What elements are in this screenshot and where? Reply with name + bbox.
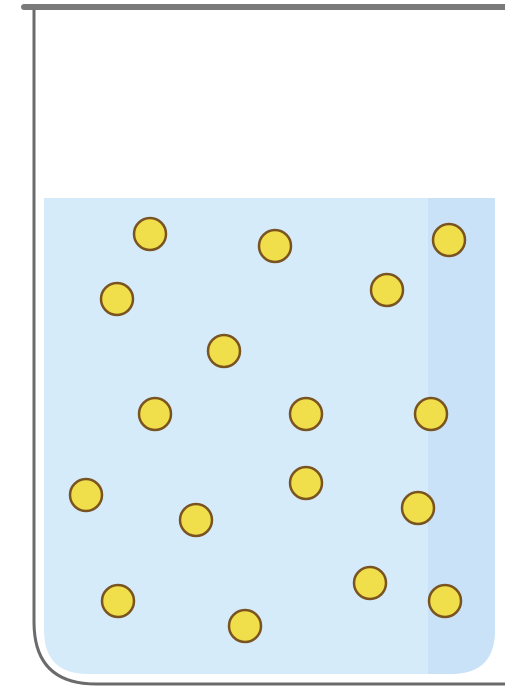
particle: [70, 479, 102, 511]
particle: [429, 585, 461, 617]
particle: [402, 492, 434, 524]
particle: [415, 398, 447, 430]
particle: [433, 224, 465, 256]
particle: [102, 585, 134, 617]
particle: [371, 274, 403, 306]
particle: [101, 283, 133, 315]
particle: [290, 467, 322, 499]
particle: [139, 398, 171, 430]
particle: [134, 218, 166, 250]
particle: [180, 504, 212, 536]
particle: [290, 398, 322, 430]
particle: [229, 610, 261, 642]
particle: [354, 567, 386, 599]
particle: [208, 335, 240, 367]
particle: [259, 230, 291, 262]
